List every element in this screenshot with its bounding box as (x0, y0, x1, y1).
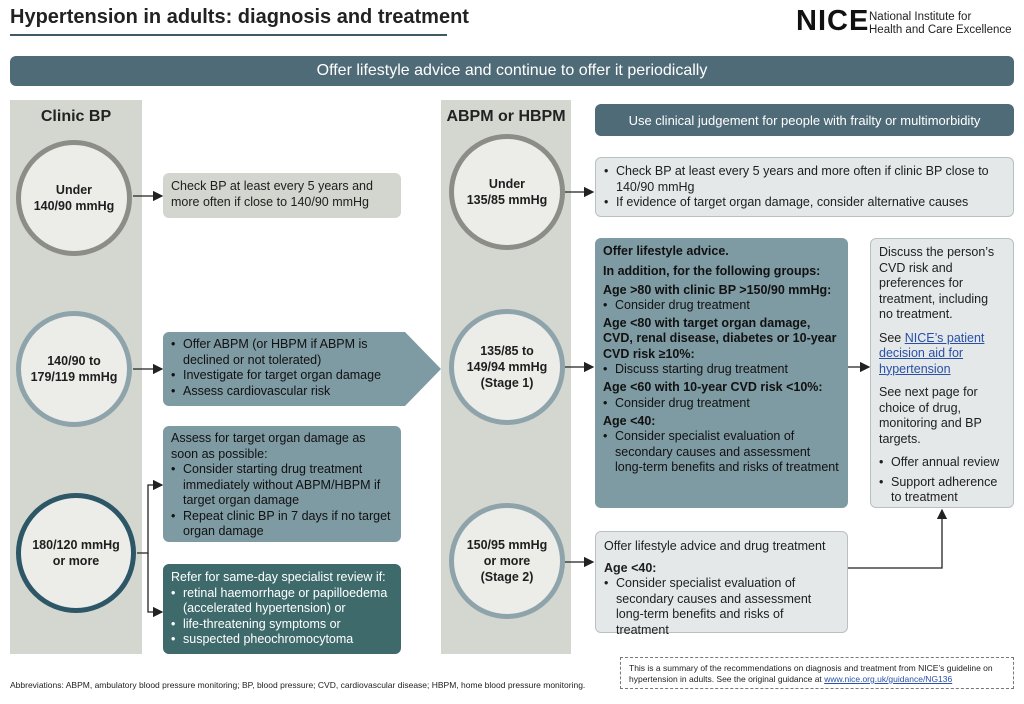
summary-text: This is a summary of the recommendations… (629, 663, 993, 684)
assess-intro: Assess for target organ damage as soon a… (171, 431, 366, 461)
list-item: Consider specialist evaluation of second… (604, 576, 839, 638)
abpm-chevron (405, 332, 441, 406)
clinic-high-line1: 180/120 mmHg (32, 538, 120, 552)
list-item: Consider specialist evaluation of second… (603, 429, 840, 475)
list-item: Consider drug treatment (603, 298, 840, 314)
stage2-heading: Offer lifestyle advice and drug treatmen… (604, 539, 826, 553)
clinic-mid-box: Offer ABPM (or HBPM if ABPM is declined … (163, 332, 405, 406)
list-item: If evidence of target organ damage, cons… (604, 195, 1005, 211)
stage2-box: Offer lifestyle advice and drug treatmen… (595, 531, 848, 637)
list-item: retinal haemorrhage or papilloedema (acc… (171, 586, 393, 617)
stage1-line2: 149/94 mmHg (466, 360, 548, 374)
nice-logo-text: National Institute for Health and Care E… (869, 11, 1012, 37)
list-item: Consider starting drug treatment immedia… (171, 462, 393, 509)
title-underline (10, 34, 447, 36)
list-item: life-threatening symptoms or (171, 617, 393, 633)
list-item: Consider drug treatment (603, 396, 840, 412)
list-item: Offer annual review (879, 455, 1005, 471)
stage1-line3: (Stage 1) (480, 376, 534, 390)
stage1-heading: Offer lifestyle advice. (603, 244, 729, 258)
stage1-box: Offer lifestyle advice. In addition, for… (595, 238, 848, 508)
list-item: Investigate for target organ damage (171, 368, 397, 384)
discuss-box: Discuss the person’s CVD risk and prefer… (870, 238, 1014, 508)
clinic-under-line1: Under (55, 183, 93, 197)
summary-note: This is a summary of the recommendations… (620, 657, 1014, 689)
abpm-stage2-circle: 150/95 mmHg or more (Stage 2) (449, 503, 565, 619)
abpm-heading: ABPM or HBPM (446, 108, 566, 125)
logo-line-2: Health and Care Excellence (869, 24, 1012, 36)
abbreviations: Abbreviations: ABPM, ambulatory blood pr… (10, 680, 586, 690)
list-item: Offer ABPM (or HBPM if ABPM is declined … (171, 337, 397, 368)
page-title: Hypertension in adults: diagnosis and tr… (10, 6, 469, 28)
stage2-group-title: Age <40: (604, 560, 657, 575)
arrow-clinic-high-assess (137, 479, 164, 554)
list-item: suspected pheochromocytoma (171, 632, 393, 648)
guidance-link[interactable]: www.nice.org.uk/guidance/NG136 (824, 674, 953, 684)
clinic-refer-box: Refer for same-day specialist review if:… (163, 564, 401, 654)
clinic-assess-box: Assess for target organ damage as soon a… (163, 426, 401, 542)
group-title: Age >80 with clinic BP >150/90 mmHg: (603, 282, 832, 297)
refer-intro: Refer for same-day specialist review if: (171, 570, 386, 584)
clinic-high-circle: 180/120 mmHg or more (16, 493, 136, 613)
clinic-mid-line1: 140/90 to (47, 354, 101, 368)
arrow-clinic-high-refer (147, 553, 164, 618)
group-title: Age <60 with 10-year CVD risk <10%: (603, 380, 823, 395)
clinic-under-box-line1: Check BP at least every 5 years and (171, 179, 373, 193)
clinic-mid-circle: 140/90 to 179/119 mmHg (16, 311, 132, 427)
list-item: Check BP at least every 5 years and more… (604, 164, 1005, 195)
see-prefix: See (879, 330, 902, 345)
decision-aid-link[interactable]: NICE’s patient decision aid for hyperten… (879, 330, 985, 376)
list-item: Assess cardiovascular risk (171, 384, 397, 400)
clinic-high-line2: or more (52, 554, 100, 568)
clinic-bp-heading: Clinic BP (40, 108, 112, 125)
stage2-line1: 150/95 mmHg (466, 538, 548, 552)
clinic-under-box-line2: more often if close to 140/90 mmHg (171, 194, 370, 209)
stage1-line1: 135/85 to (480, 344, 534, 358)
list-item: Discuss starting drug treatment (603, 362, 840, 378)
abpm-under-line1: Under (488, 177, 526, 191)
clinic-under-circle: Under 140/90 mmHg (16, 140, 132, 256)
discuss-text: Discuss the person’s CVD risk and prefer… (879, 245, 995, 321)
arrow-stage2-discuss (848, 508, 948, 569)
next-page-text: See next page for choice of drug, monito… (879, 385, 982, 446)
clinic-under-box: Check BP at least every 5 years and more… (163, 173, 401, 218)
abpm-stage1-circle: 135/85 to 149/94 mmHg (Stage 1) (449, 309, 565, 425)
abpm-under-line2: 135/85 mmHg (466, 193, 548, 207)
stage2-line2: or more (483, 554, 531, 568)
abpm-under-box: Check BP at least every 5 years and more… (595, 157, 1014, 217)
list-item: Support adherence to treatment (879, 475, 1005, 506)
logo-line-1: National Institute for (869, 11, 972, 23)
stage2-line3: (Stage 2) (480, 570, 534, 584)
stage1-subheading: In addition, for the following groups: (603, 264, 821, 279)
list-item: Repeat clinic BP in 7 days if no target … (171, 509, 393, 540)
group-title: Age <80 with target organ damage, CVD, r… (603, 316, 837, 361)
group-title: Age <40: (603, 413, 656, 428)
clinic-mid-line2: 179/119 mmHg (30, 370, 118, 384)
frailty-note: Use clinical judgement for people with f… (595, 104, 1014, 136)
nice-logo-wordmark: NICE (796, 5, 870, 37)
lifestyle-banner: Offer lifestyle advice and continue to o… (10, 56, 1014, 86)
clinic-under-line2: 140/90 mmHg (33, 199, 115, 213)
abpm-under-circle: Under 135/85 mmHg (449, 134, 565, 250)
